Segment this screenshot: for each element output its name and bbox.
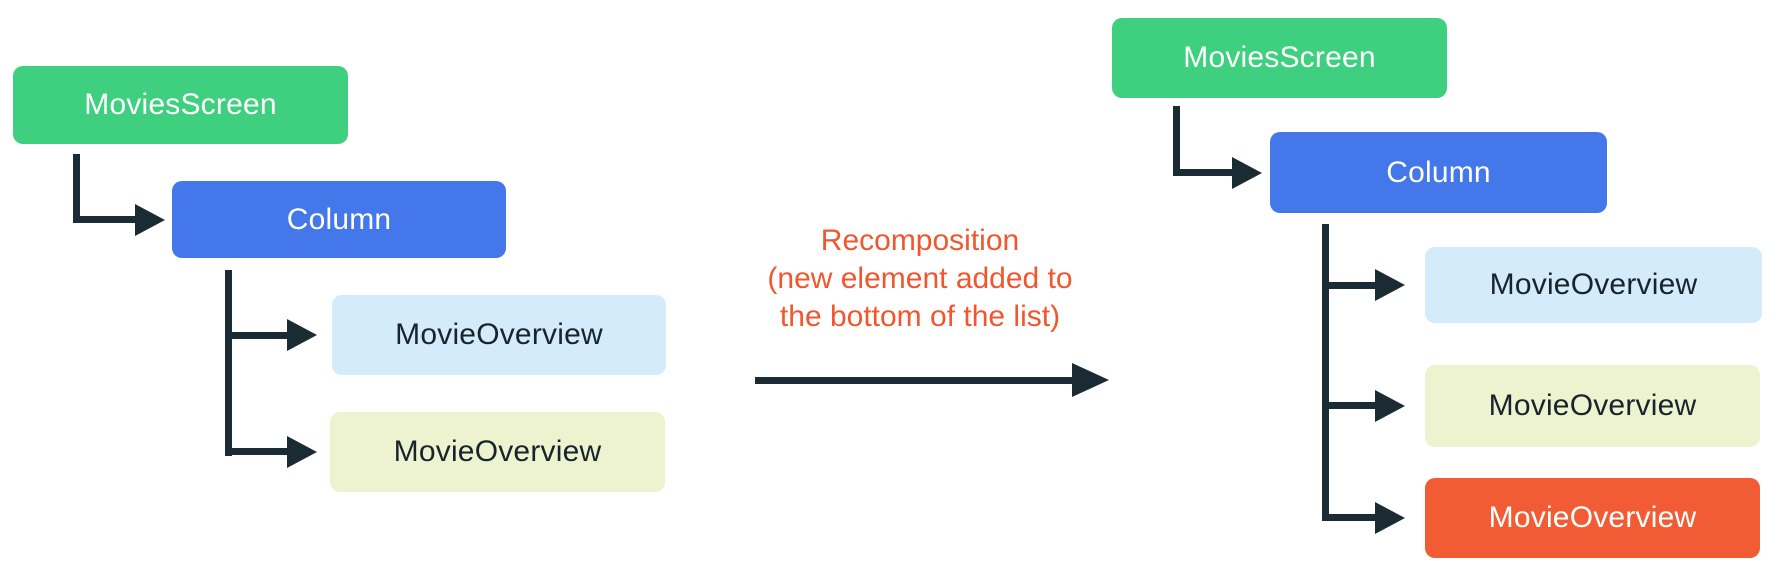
edge-column-movieoverview-2-hline xyxy=(1322,402,1375,409)
recomposition-label-line1: Recomposition xyxy=(820,224,1020,257)
node-movieoverview-3-new: MovieOverview xyxy=(1425,478,1760,558)
node-movieoverview-1: MovieOverview xyxy=(1425,247,1762,323)
edge-moviesscreen-column-vline xyxy=(1173,106,1180,176)
node-movieoverview-1: MovieOverview xyxy=(332,295,666,375)
arrowhead xyxy=(287,436,317,468)
recomposition-label: Recomposition (new element added to the … xyxy=(660,222,1180,336)
node-column: Column xyxy=(1270,132,1607,213)
arrowhead xyxy=(287,319,317,351)
edge-moviesscreen-column-vline xyxy=(73,154,80,223)
edge-column-movieoverview-3-hline xyxy=(1322,514,1375,521)
edge-column-movieoverview-1-hline xyxy=(225,332,287,339)
node-movieoverview-2: MovieOverview xyxy=(330,412,665,492)
recomposition-label-line2: (new element added to xyxy=(767,262,1073,295)
node-movieoverview-2: MovieOverview xyxy=(1425,365,1760,447)
arrowhead xyxy=(1375,390,1405,422)
recomposition-label-line3: the bottom of the list) xyxy=(779,300,1061,333)
edge-column-movieoverview-2-hline xyxy=(225,448,287,455)
node-column: Column xyxy=(172,181,506,258)
edge-moviesscreen-column-hline xyxy=(1173,169,1232,176)
edge-column-children-vline xyxy=(1322,224,1329,521)
node-moviesscreen: MoviesScreen xyxy=(13,66,348,144)
recomposition-arrow-line xyxy=(755,377,1072,384)
edge-moviesscreen-column-hline xyxy=(73,216,135,223)
arrowhead xyxy=(1232,157,1262,189)
edge-column-children-vline xyxy=(225,270,232,456)
node-moviesscreen: MoviesScreen xyxy=(1112,18,1447,98)
edge-column-movieoverview-1-hline xyxy=(1322,282,1375,289)
arrowhead xyxy=(1375,269,1405,301)
arrowhead xyxy=(135,204,165,236)
arrowhead xyxy=(1375,502,1405,534)
arrowhead xyxy=(1072,363,1109,397)
